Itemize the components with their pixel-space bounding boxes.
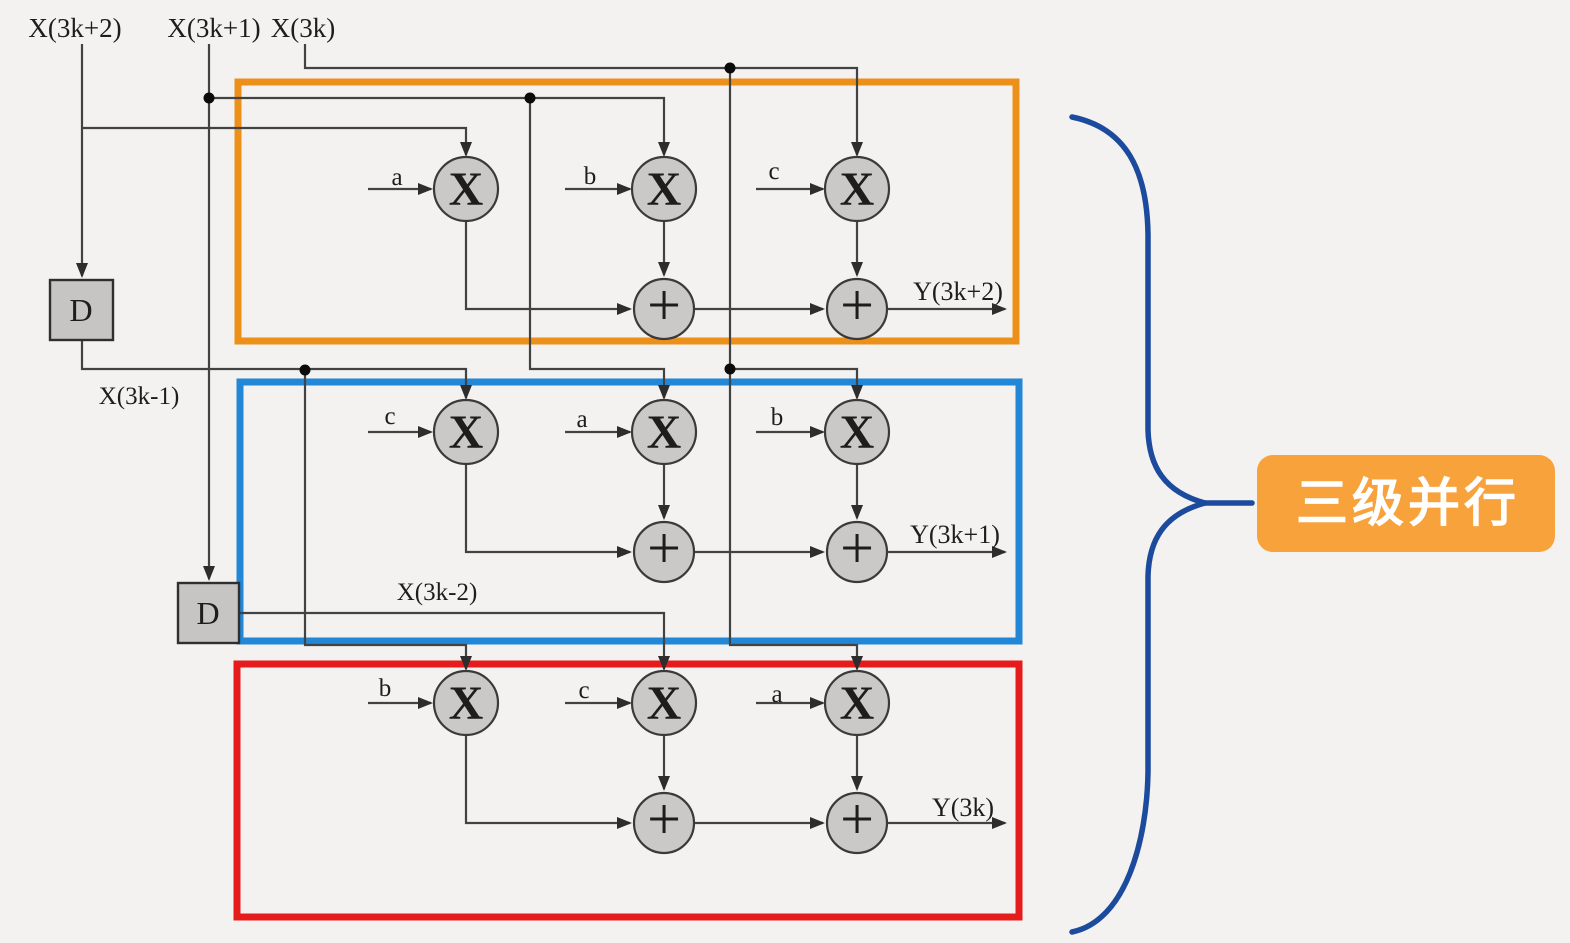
adder-s3-1: + [632, 786, 696, 855]
multiplier-s3-2: X [630, 669, 698, 737]
multiplier-circle [630, 669, 698, 737]
stage1-box [234, 78, 1020, 345]
multiplier-s1-3: X [823, 155, 891, 223]
wire-x3k1-feed-stage1 [209, 96, 670, 157]
multiply-icon: X [647, 406, 682, 459]
adder-circle [632, 520, 696, 584]
plus-icon: + [647, 272, 681, 338]
coeff-label-s3-2: c [578, 677, 589, 704]
delay-box [176, 581, 241, 645]
adder-s3-2: + [825, 786, 889, 855]
adder-s2-1: + [632, 515, 696, 584]
multiplier-s1-1: X [432, 155, 500, 223]
adder-circle [825, 791, 889, 855]
delay-element-1: D [48, 278, 115, 342]
adder-circle [825, 520, 889, 584]
coeff-label-s2-1: c [384, 403, 395, 430]
wire-x3k-feed-stage1 [303, 44, 863, 157]
multiplier-circle [432, 669, 500, 737]
junction-dot [203, 92, 215, 104]
multiplier-s2-1: X [432, 398, 500, 466]
multiply-icon: X [449, 677, 484, 730]
wire-mult-out-s2-1 [464, 464, 632, 558]
wire-x3k2-feed-stage1 [82, 126, 472, 157]
delay-box [48, 278, 115, 342]
signal-label-x3km1: X(3k-1) [99, 383, 180, 410]
adder-s2-2: + [825, 515, 889, 584]
adder-circle [632, 277, 696, 341]
delay-label: D [69, 292, 92, 328]
multiplier-circle [823, 155, 891, 223]
junction-dot [724, 363, 736, 375]
wire-x3km1-feed-stage3 [303, 369, 472, 671]
plus-icon: + [840, 786, 874, 852]
multiply-icon: X [840, 163, 875, 216]
annotation-badge-label: 三级并行 [1296, 475, 1520, 533]
multiply-icon: X [647, 163, 682, 216]
coeff-label-s1-1: a [391, 164, 402, 191]
coeff-label-s1-3: c [768, 158, 779, 185]
coeff-label-s1-2: b [584, 163, 597, 190]
multiply-icon: X [647, 677, 682, 730]
curly-brace [1069, 114, 1216, 935]
delay-label: D [196, 595, 219, 631]
annotation-badge-bg [1257, 455, 1555, 552]
multiplier-s3-1: X [432, 669, 500, 737]
wire-x3km1-feed-stage2 [80, 340, 472, 400]
input-label-x3k2: X(3k+2) [28, 13, 121, 43]
adder-s1-2: + [825, 272, 889, 341]
multiply-icon: X [840, 406, 875, 459]
wire-x3km2-feed-stage3 [239, 611, 670, 671]
output-label-s3: Y(3k) [932, 793, 994, 822]
plus-icon: + [840, 515, 874, 581]
input-label-x3k1: X(3k+1) [167, 13, 260, 43]
wire-mult-out-s3-1 [464, 735, 632, 829]
junction-dot [299, 364, 311, 376]
multiplier-circle [823, 398, 891, 466]
adder-circle [632, 791, 696, 855]
junction-dot [524, 92, 536, 104]
coeff-label-s2-2: a [576, 406, 587, 433]
multiply-icon: X [840, 677, 875, 730]
multiply-icon: X [449, 406, 484, 459]
wire-mult-out-s1-1 [464, 221, 632, 315]
multiplier-circle [823, 669, 891, 737]
output-label-s1: Y(3k+2) [913, 277, 1003, 306]
adder-circle [825, 277, 889, 341]
multiplier-circle [630, 398, 698, 466]
stage2-box [236, 378, 1023, 645]
multiplier-s1-2: X [630, 155, 698, 223]
multiplier-s2-2: X [630, 398, 698, 466]
multiplier-circle [432, 398, 500, 466]
wire-x3k-feed-stage2 [730, 367, 863, 400]
multiplier-s2-3: X [823, 398, 891, 466]
coeff-label-s3-3: a [771, 681, 782, 708]
delay-element-2: D [176, 581, 241, 645]
multiplier-circle [432, 155, 500, 223]
output-label-s2: Y(3k+1) [910, 520, 1000, 549]
adder-s1-1: + [632, 272, 696, 341]
multiplier-s3-3: X [823, 669, 891, 737]
coeff-label-s2-3: b [771, 404, 784, 431]
annotation-badge: 三级并行 [1257, 455, 1555, 552]
multiplier-circle [630, 155, 698, 223]
wire-x3k-feed-stage3 [728, 68, 863, 671]
plus-icon: + [840, 272, 874, 338]
input-label-x3k: X(3k) [271, 13, 335, 43]
stage3-box [233, 660, 1023, 921]
junction-dot [724, 62, 736, 74]
plus-icon: + [647, 786, 681, 852]
wire-x3k1-feed-stage2 [528, 98, 670, 400]
signal-label-x3km2: X(3k-2) [397, 579, 478, 606]
multiply-icon: X [449, 163, 484, 216]
plus-icon: + [647, 515, 681, 581]
coeff-label-s3-1: b [379, 675, 392, 702]
